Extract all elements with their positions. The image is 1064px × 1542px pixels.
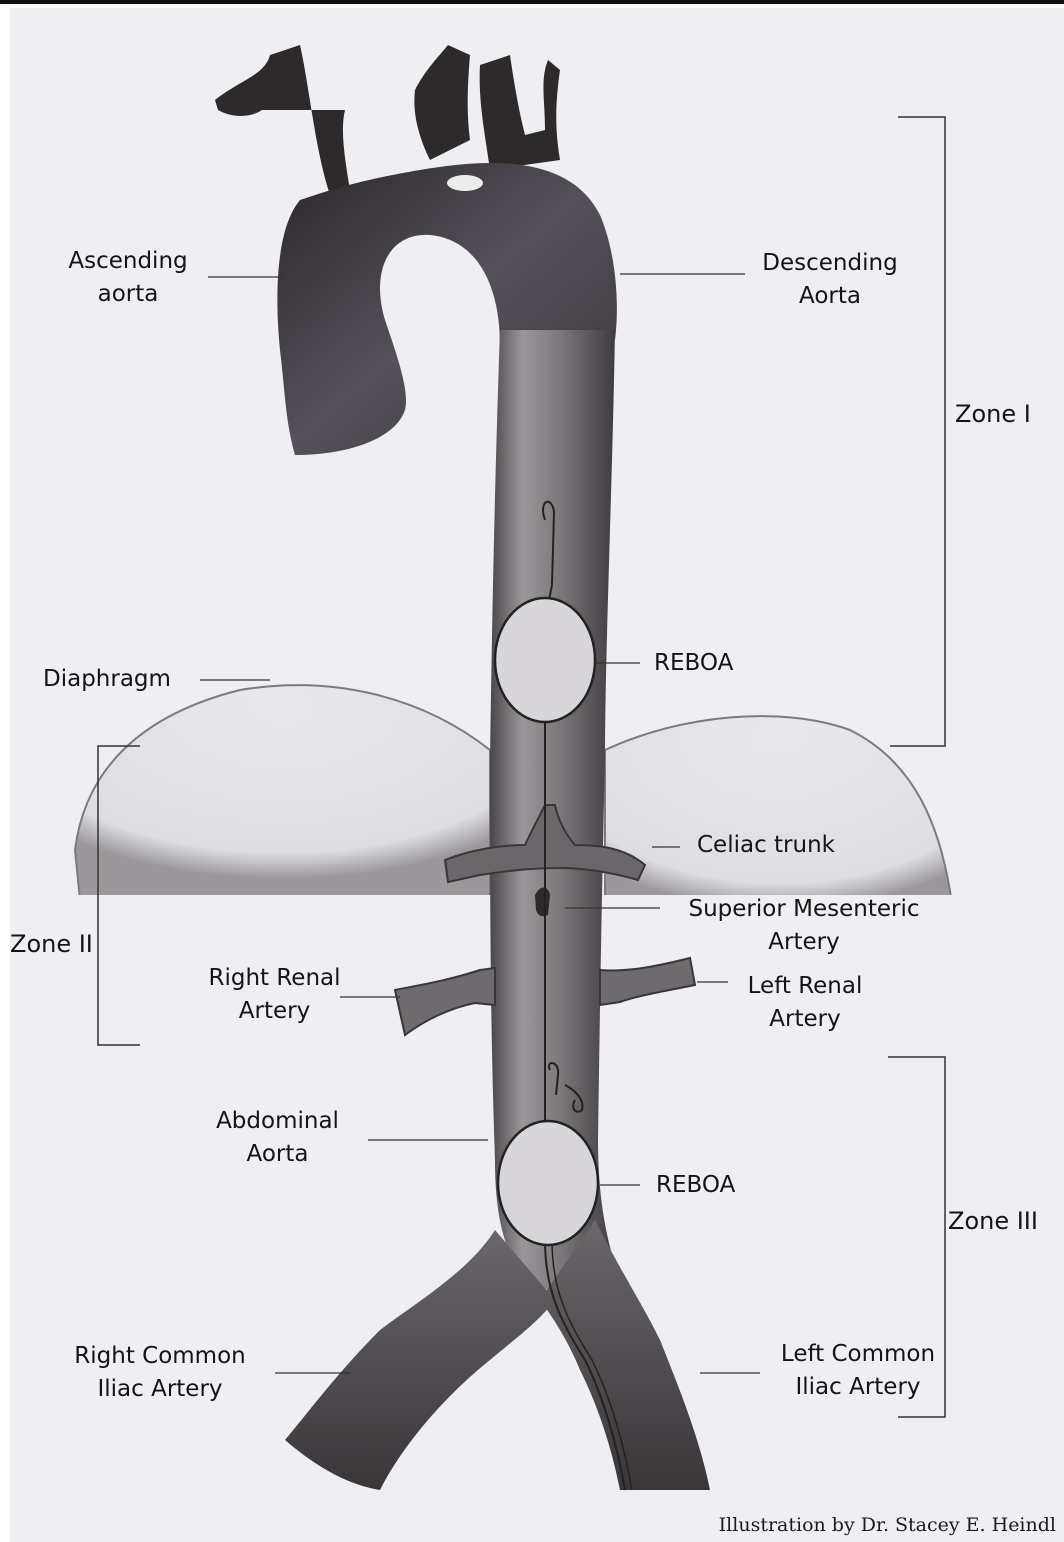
right-renal-vessel <box>395 968 495 1035</box>
left-subclavian-branch <box>480 55 560 170</box>
right-iliac-artery <box>285 1230 555 1490</box>
zone1-bracket <box>890 117 945 746</box>
label-right-renal-artery: Right Renal Artery <box>192 962 357 1028</box>
left-carotid-branch <box>414 45 470 160</box>
label-ascending-aorta: Ascending aorta <box>58 245 198 311</box>
label-right-common-iliac-artery: Right Common Iliac Artery <box>70 1340 250 1406</box>
left-renal-vessel <box>600 958 695 1005</box>
reboa-balloon-lower <box>498 1121 598 1245</box>
label-left-common-iliac-artery: Left Common Iliac Artery <box>768 1338 948 1404</box>
label-descending-aorta: Descending Aorta <box>755 247 905 313</box>
zone-2-label: Zone II <box>10 930 93 958</box>
reboa-balloon-upper <box>495 598 595 722</box>
label-diaphragm: Diaphragm <box>43 663 171 696</box>
diaphragm-left-dome <box>75 685 490 900</box>
label-reboa-upper: REBOA <box>654 647 733 680</box>
illustration-credit: Illustration by Dr. Stacey E. Heindl <box>719 1514 1056 1536</box>
zone-3-label: Zone III <box>948 1207 1038 1235</box>
brachiocephalic-trunk <box>215 45 350 195</box>
label-celiac-trunk: Celiac trunk <box>697 829 835 862</box>
label-abdominal-aorta: Abdominal Aorta <box>200 1105 355 1171</box>
label-reboa-lower: REBOA <box>656 1169 735 1202</box>
zone-1-label: Zone I <box>955 400 1031 428</box>
label-superior-mesenteric-artery: Superior Mesenteric Artery <box>668 893 940 959</box>
label-left-renal-artery: Left Renal Artery <box>735 970 875 1036</box>
superior-mesenteric-stub <box>535 888 550 917</box>
